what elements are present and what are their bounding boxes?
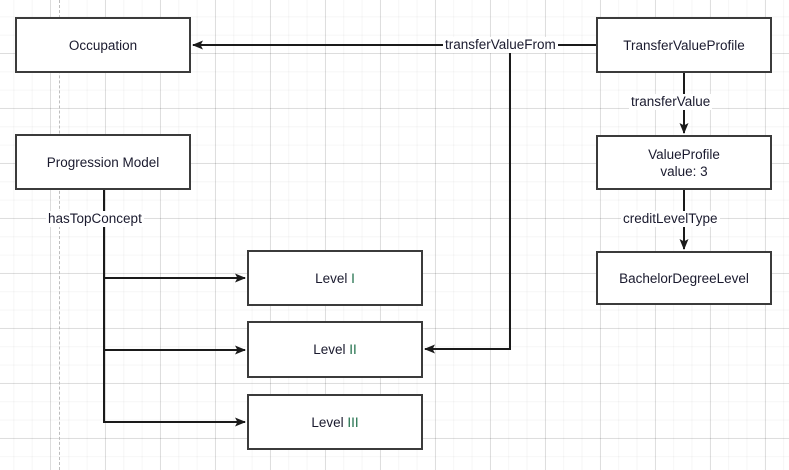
- node-transfer-value-profile-label: TransferValueProfile: [623, 37, 745, 53]
- node-value-profile-value: value: 3: [660, 163, 708, 179]
- edge-label-transfer-value-from: transferValueFrom: [443, 37, 558, 53]
- node-level-3-numeral: III: [347, 414, 359, 430]
- node-level-2-text: Level: [313, 342, 350, 357]
- node-level-2[interactable]: Level II: [247, 321, 423, 378]
- edge-label-transfer-value: transferValue: [629, 94, 713, 110]
- node-progression-model-label: Progression Model: [46, 154, 160, 170]
- node-value-profile[interactable]: ValueProfile value: 3: [596, 135, 772, 190]
- node-value-profile-label: ValueProfile: [648, 146, 720, 162]
- node-level-1[interactable]: Level I: [247, 250, 423, 306]
- node-level-1-text: Level: [315, 270, 352, 286]
- node-level-2-numeral: II: [349, 342, 357, 357]
- page-break-guide: [59, 0, 60, 470]
- node-occupation-label: Occupation: [68, 37, 138, 53]
- edge-has-top-concept: [103, 190, 246, 427]
- node-level-1-label: Level I: [315, 270, 355, 287]
- node-bachelor-degree-level-label: BachelorDegreeLevel: [619, 270, 749, 286]
- node-occupation[interactable]: Occupation: [15, 17, 191, 73]
- node-bachelor-degree-level[interactable]: BachelorDegreeLevel: [596, 251, 772, 305]
- node-level-2-label: Level II: [313, 341, 357, 358]
- edge-transfer-value-profile-to-level-2: [424, 45, 511, 354]
- edge-label-credit-level-type: creditLevelType: [621, 211, 720, 227]
- node-transfer-value-profile[interactable]: TransferValueProfile: [596, 17, 772, 73]
- node-level-3-text: Level: [311, 414, 348, 430]
- node-level-3-label: Level III: [311, 414, 358, 431]
- node-level-3[interactable]: Level III: [247, 394, 423, 450]
- node-level-1-numeral: I: [351, 270, 355, 286]
- edge-label-has-top-concept: hasTopConcept: [46, 211, 144, 227]
- node-progression-model[interactable]: Progression Model: [15, 134, 191, 190]
